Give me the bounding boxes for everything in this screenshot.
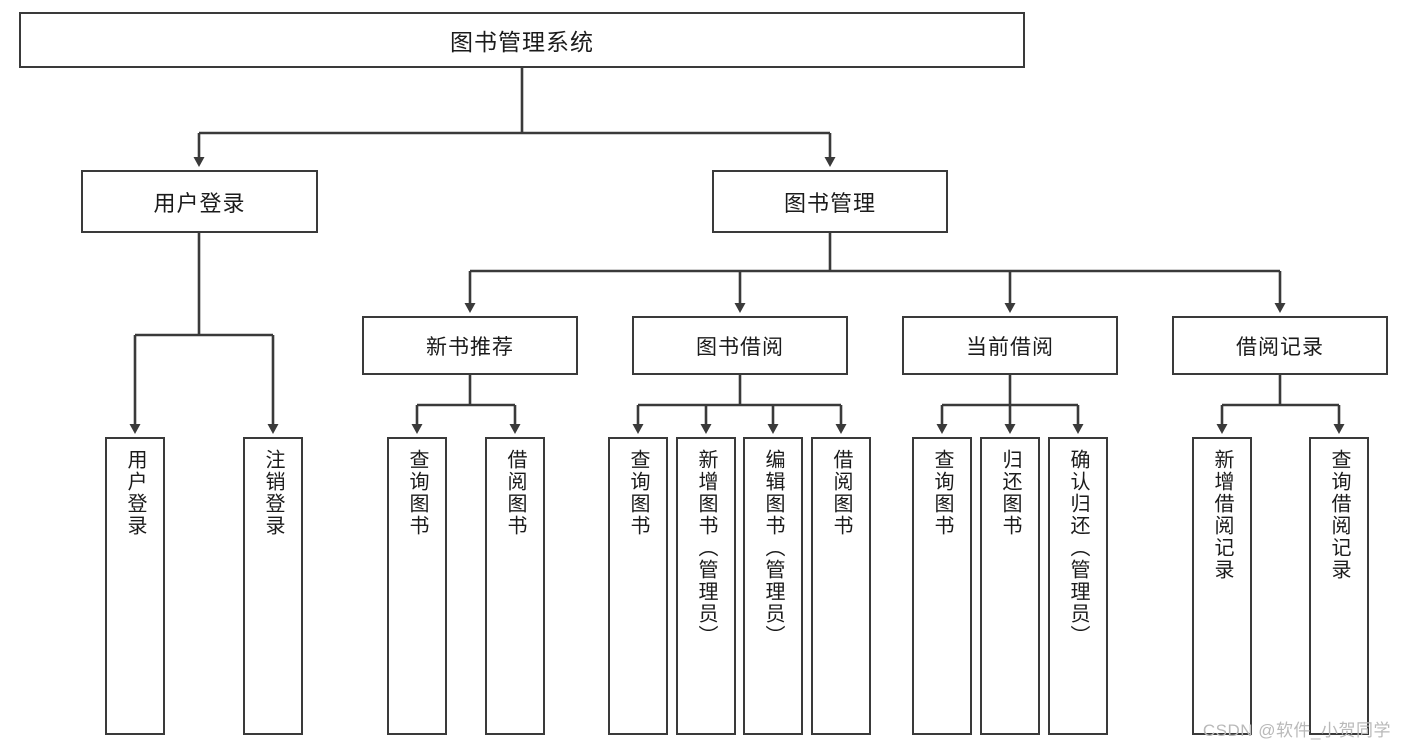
- node-book-borrow[interactable]: 图书借阅: [632, 316, 848, 375]
- node-root-label: 图书管理系统: [450, 29, 594, 55]
- leaf-borrow-book-2[interactable]: 借阅图书: [811, 437, 871, 735]
- leaf-query-book-2-label: 查询图书: [627, 449, 649, 537]
- leaf-add-book-label: 新增图书（管理员）: [695, 449, 717, 647]
- leaf-query-book-1-label: 查询图书: [406, 449, 428, 537]
- node-new-book-recommend[interactable]: 新书推荐: [362, 316, 578, 375]
- leaf-user-login-label: 用户登录: [124, 449, 146, 537]
- leaf-logout-login[interactable]: 注销登录: [243, 437, 303, 735]
- leaf-edit-book[interactable]: 编辑图书（管理员）: [743, 437, 803, 735]
- leaf-add-book[interactable]: 新增图书（管理员）: [676, 437, 736, 735]
- node-root[interactable]: 图书管理系统: [19, 12, 1025, 68]
- leaf-logout-login-label: 注销登录: [262, 449, 284, 537]
- leaf-return-book[interactable]: 归还图书: [980, 437, 1040, 735]
- leaf-query-record-label: 查询借阅记录: [1328, 449, 1350, 581]
- node-book-borrow-label: 图书借阅: [696, 335, 784, 359]
- leaf-return-book-label: 归还图书: [999, 449, 1021, 537]
- leaf-confirm-return[interactable]: 确认归还（管理员）: [1048, 437, 1108, 735]
- node-new-book-recommend-label: 新书推荐: [426, 335, 514, 359]
- leaf-borrow-book-1[interactable]: 借阅图书: [485, 437, 545, 735]
- leaf-add-record-label: 新增借阅记录: [1211, 449, 1233, 581]
- leaf-borrow-book-2-label: 借阅图书: [830, 449, 852, 537]
- node-borrow-record[interactable]: 借阅记录: [1172, 316, 1388, 375]
- leaf-query-book-1[interactable]: 查询图书: [387, 437, 447, 735]
- leaf-user-login[interactable]: 用户登录: [105, 437, 165, 735]
- node-borrow-record-label: 借阅记录: [1236, 335, 1324, 359]
- node-user-login-label: 用户登录: [153, 190, 246, 216]
- leaf-query-book-3[interactable]: 查询图书: [912, 437, 972, 735]
- leaf-confirm-return-label: 确认归还（管理员）: [1067, 449, 1089, 647]
- leaf-query-record[interactable]: 查询借阅记录: [1309, 437, 1369, 735]
- leaf-add-record[interactable]: 新增借阅记录: [1192, 437, 1252, 735]
- node-current-borrow[interactable]: 当前借阅: [902, 316, 1118, 375]
- node-current-borrow-label: 当前借阅: [966, 335, 1054, 359]
- node-book-management-label: 图书管理: [783, 190, 876, 216]
- leaf-query-book-2[interactable]: 查询图书: [608, 437, 668, 735]
- leaf-edit-book-label: 编辑图书（管理员）: [762, 449, 784, 647]
- leaf-query-book-3-label: 查询图书: [931, 449, 953, 537]
- node-book-management[interactable]: 图书管理: [712, 170, 948, 233]
- leaf-borrow-book-1-label: 借阅图书: [504, 449, 526, 537]
- node-user-login[interactable]: 用户登录: [81, 170, 318, 233]
